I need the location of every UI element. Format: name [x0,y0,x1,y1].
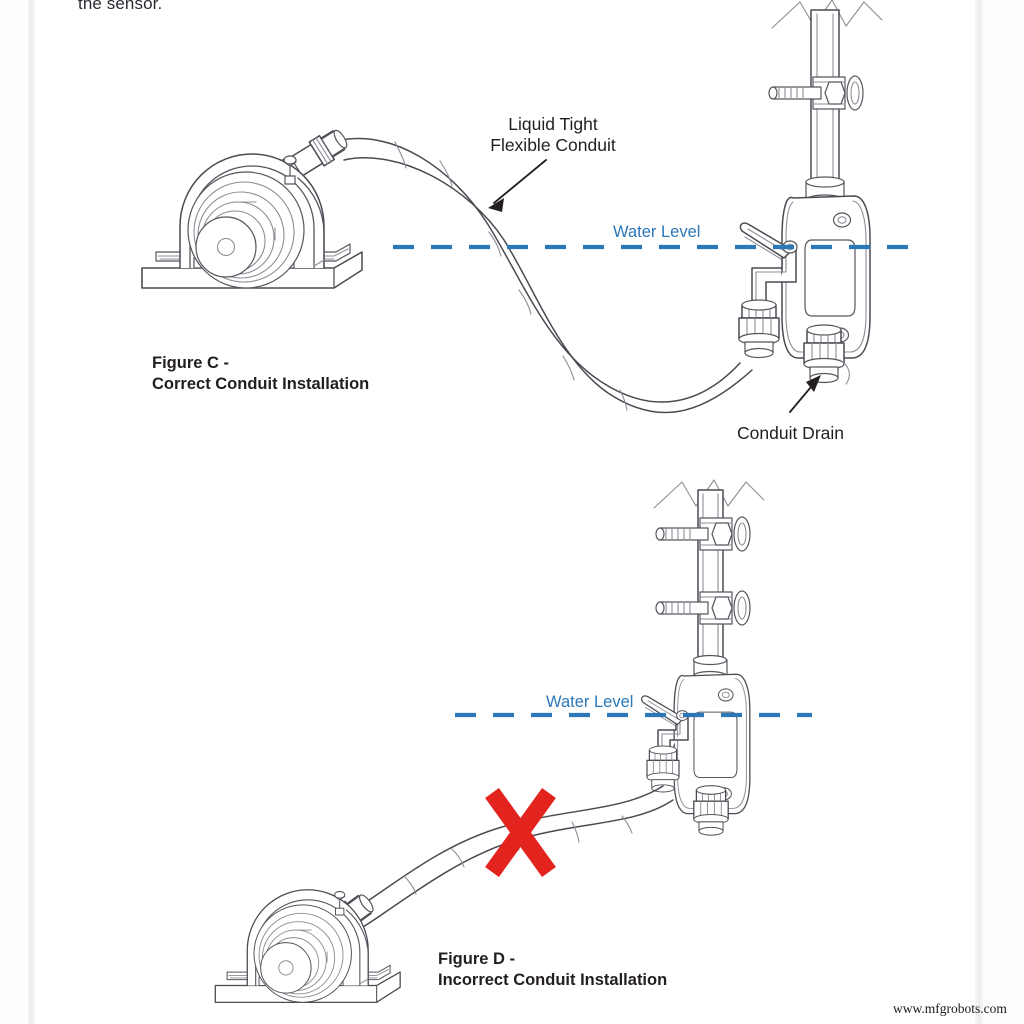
conduit-drain-arrow-c [789,375,821,413]
page-left-margin-edge [28,0,35,1024]
drain-side-arm-d [657,715,689,753]
rigid-conduit-riser-d [653,479,765,673]
liquid-tight-conduit-label-line2: Flexible Conduit [490,135,616,155]
conduit-drain-fitting-c [803,324,845,384]
page-outer-left-gutter [0,0,28,1024]
liquid-tight-flexible-conduit-c [336,137,753,414]
water-level-label-d: Water Level [546,693,634,711]
drain-side-arm-c [751,243,797,309]
pipe-strap-clamp-c [768,75,864,111]
pipe-strap-clamp-d-lower [655,590,751,626]
conduit-body-gland-d [693,785,729,836]
conduit-drain-label: Conduit Drain [737,423,844,443]
riser-coupling-d [692,654,728,682]
pillow-block-bearing-c [141,153,363,289]
liquid-tight-conduit-label-line1: Liquid Tight [508,114,598,134]
figure-c-artwork [141,0,923,414]
drain-elbow-gland-d [646,745,680,793]
figure-c-caption-line2: Correct Conduit Installation [152,375,370,393]
pipe-strap-clamp-d-upper [655,516,751,552]
cut-off-body-text: the sensor. [78,0,163,13]
figure-d-caption-line1: Figure D - [438,950,515,968]
liquid-tight-conduit-arrow-c [488,159,547,212]
page-right-margin-edge [975,0,983,1024]
site-watermark: www.mfgrobots.com [893,1001,1007,1016]
figure-d-caption-line2: Incorrect Conduit Installation [438,971,668,989]
drain-weep-detail-c [839,359,850,385]
water-level-label-c: Water Level [613,223,701,241]
figure-c-caption-line1: Figure C - [152,354,229,372]
figure-d-artwork [214,479,812,1003]
page-outer-right-gutter [983,0,1024,1024]
incorrect-x-mark [485,788,556,877]
drain-elbow-gland-c [738,299,780,359]
